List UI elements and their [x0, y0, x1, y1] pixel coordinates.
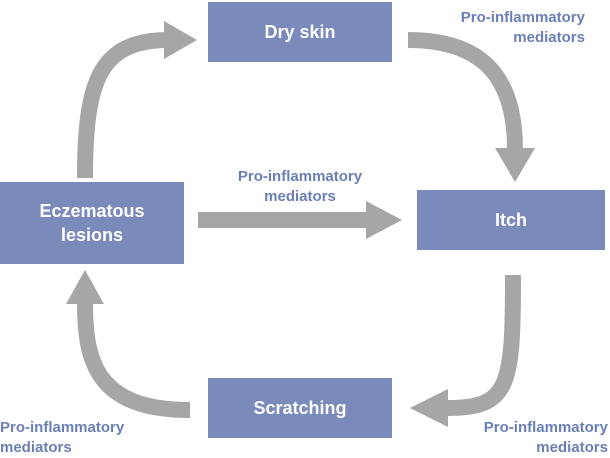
label-center-line1: Pro-inflammatory: [237, 168, 363, 185]
arrow-itch-to-scratching: [447, 274, 521, 416]
arrowhead-lesions-bottom: [66, 270, 104, 304]
arrowhead-itch-left: [366, 201, 402, 239]
node-eczematous-lesions: Eczematous lesions: [0, 182, 184, 264]
arrowhead-scratching: [410, 389, 448, 427]
label-center: Pro-inflammatory mediators: [230, 167, 370, 207]
label-top-right-line2: mediators: [513, 29, 585, 46]
node-itch: Itch: [417, 190, 605, 250]
arrowhead-itch-top: [495, 148, 535, 182]
arrow-scratching-to-lesions: [77, 301, 191, 418]
label-top-right: Pro-inflammatory mediators: [461, 8, 585, 48]
arrowhead-dryskin: [164, 21, 197, 59]
label-bottom-right-line1: Pro-inflammatory: [483, 419, 608, 436]
node-scratching: Scratching: [208, 378, 392, 438]
label-bottom-left-line1: Pro-inflammatory: [0, 419, 125, 436]
label-bottom-right-line2: mediators: [536, 439, 608, 456]
label-center-line2: mediators: [264, 188, 336, 205]
label-bottom-left: Pro-inflammatory mediators: [0, 418, 124, 458]
label-bottom-left-line2: mediators: [0, 439, 72, 456]
label-bottom-right: Pro-inflammatory mediators: [484, 418, 608, 458]
label-top-right-line1: Pro-inflammatory: [460, 9, 585, 26]
node-dry-skin: Dry skin: [208, 2, 392, 62]
arrow-lesions-to-dryskin: [77, 32, 166, 179]
arrow-dryskin-to-itch: [407, 32, 523, 151]
